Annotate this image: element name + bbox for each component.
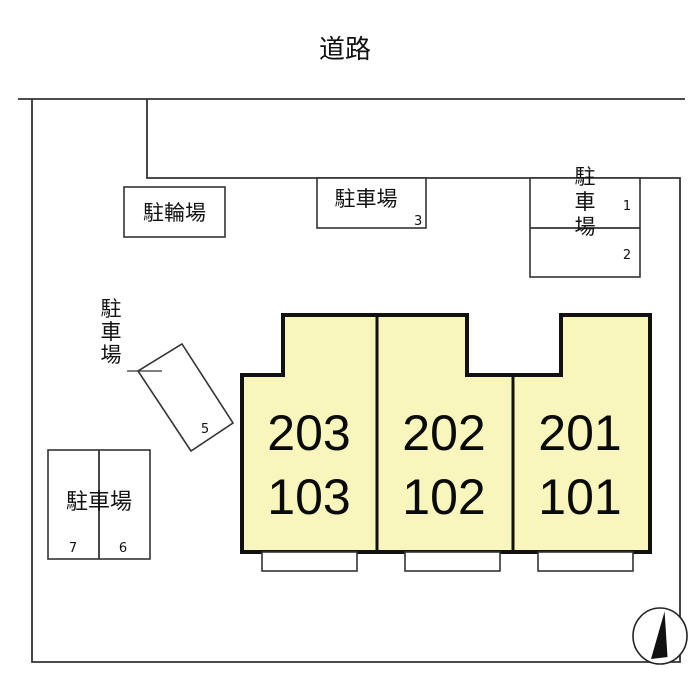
balcony	[261, 551, 358, 572]
parking-label: 駐車場	[66, 490, 132, 515]
parking-label: 駐車場	[98, 298, 122, 367]
unit-number: 201	[538, 405, 621, 461]
parking-label: 駐車場	[572, 166, 596, 241]
unit-number: 102	[402, 469, 485, 525]
balcony	[537, 551, 634, 572]
lot-boundary	[31, 99, 681, 663]
north-arrow-icon	[632, 607, 688, 665]
slot-number: 5	[201, 422, 209, 437]
slot-number: 3	[414, 214, 422, 229]
slot-number: 7	[69, 541, 77, 556]
slot-number: 6	[119, 541, 127, 556]
unit-number: 203	[267, 405, 350, 461]
unit-number: 103	[267, 469, 350, 525]
parking-slots-7-6: 駐車場 7 6	[47, 449, 151, 560]
parking-label: 駐車場	[335, 187, 398, 211]
parking-slot-5: 駐車場 5	[98, 298, 235, 453]
parking-slot-3: 駐車場 3	[316, 177, 427, 229]
slot-number: 2	[623, 248, 631, 263]
unit-number: 202	[402, 405, 485, 461]
bicycle-parking-label: 駐輪場	[143, 201, 206, 225]
building: 203 103 202 102 201 101	[240, 313, 652, 572]
road-label: 道路	[319, 35, 371, 65]
unit-number: 101	[538, 469, 621, 525]
slot-number: 1	[623, 199, 631, 214]
bicycle-parking: 駐輪場	[123, 186, 226, 238]
parking-slots-1-2: 駐車場 1 2	[529, 166, 641, 278]
balcony	[404, 551, 501, 572]
